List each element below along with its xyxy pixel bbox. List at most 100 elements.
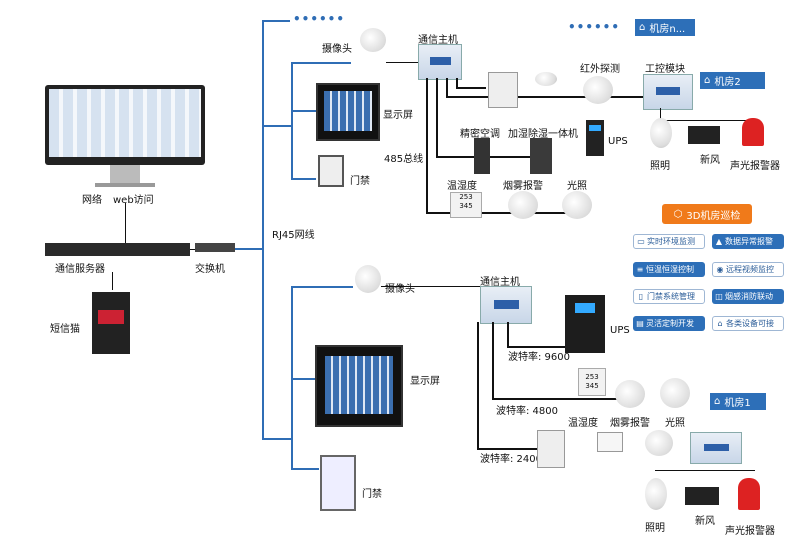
home-icon: ⌂ (639, 22, 646, 33)
label-smoke-top: 烟雾报警 (503, 181, 543, 192)
label-host-bottom: 通信主机 (480, 277, 520, 288)
feature-label: 门禁系统管理 (647, 292, 695, 301)
label-lighting-top: 照明 (650, 161, 670, 172)
meter (488, 72, 518, 108)
light-sensor-top (562, 191, 592, 219)
camera-icon: ◉ (716, 265, 724, 274)
link-icon: ◫ (715, 292, 723, 301)
3d-inspection-button[interactable]: ⬡3D机房巡检 (662, 204, 752, 224)
label-light-top: 光照 (567, 181, 587, 192)
label-server: 通信服务器 (55, 264, 105, 275)
feature-5: ◫烟感消防联动 (712, 289, 784, 304)
label-fresh-bottom: 新风 (695, 516, 715, 527)
cube-icon: ⬡ (673, 208, 683, 220)
thermo-top: 253 345 (450, 192, 482, 218)
label-fresh-top: 新风 (700, 155, 720, 166)
label-door-bottom: 门禁 (362, 489, 382, 500)
label-web: web访问 (113, 195, 154, 206)
label-alarm-bottom: 声光报警器 (725, 526, 775, 537)
label-temp-top: 温湿度 (447, 181, 477, 192)
alarm-bottom (738, 478, 760, 510)
host-bottom (480, 286, 532, 324)
label-lighting-bottom: 照明 (645, 523, 665, 534)
sensor-disc (535, 72, 557, 86)
label-camera-bottom: 摄像头 (385, 284, 415, 295)
label-baud-4800: 波特率: 4800 (496, 406, 558, 417)
router-icon: ⌂ (717, 319, 723, 328)
thermo-bottom: 253 345 (578, 368, 606, 396)
room1-label: 机房1 (724, 398, 751, 409)
roomn-badge[interactable]: ⌂机房n... (635, 19, 695, 36)
feature-label: 烟感消防联动 (725, 292, 773, 301)
label-door-top: 门禁 (350, 176, 370, 187)
room1-badge[interactable]: ⌂机房1 (710, 393, 766, 410)
door-bottom (320, 455, 356, 511)
label-baud-9600: 波特率: 9600 (508, 352, 570, 363)
label-screen-bottom: 显示屏 (410, 376, 440, 387)
label-rj45: RJ45网线 (272, 230, 315, 241)
label-light-bottom: 光照 (665, 418, 685, 429)
feature-label: 恒温恒湿控制 (646, 265, 694, 274)
switch (195, 243, 235, 252)
monitor (45, 85, 205, 165)
more-dots-right: •••••• (568, 20, 621, 34)
feature-6: ▤灵活定制开发 (633, 316, 705, 331)
feature-7: ⌂各类设备可接 (712, 316, 784, 331)
fan-bottom (685, 487, 719, 505)
label-temp-bottom: 温湿度 (568, 418, 598, 429)
label-switch: 交换机 (195, 264, 225, 275)
feature-label: 实时环境监测 (647, 237, 695, 246)
humid-unit (530, 138, 552, 174)
bulb-top (650, 118, 672, 148)
label-network: 网络 (82, 195, 102, 206)
light-sensor-bottom (660, 378, 690, 408)
host-top (418, 44, 462, 80)
label-ups-bottom: UPS (610, 325, 630, 336)
sensor-disc-bottom (645, 430, 673, 456)
label-bus: 485总线 (384, 154, 424, 165)
monitor-icon: ▭ (637, 237, 645, 246)
feature-label: 各类设备可接 (726, 319, 774, 328)
label-ups-top: UPS (608, 136, 628, 147)
label-baud-2400: 波特率: 2400 (480, 454, 542, 465)
home-icon: ⌂ (704, 75, 711, 86)
label-io-top: 工控模块 (645, 64, 685, 75)
io-module-bottom (690, 432, 742, 464)
ac-unit (474, 138, 490, 174)
camera-top (360, 28, 386, 52)
feature-3: ◉远程视频监控 (712, 262, 784, 277)
feature-1: ▲数据异常报警 (712, 234, 784, 249)
meter-bottom (537, 430, 565, 468)
relay-bottom (597, 432, 623, 452)
feature-2: ≡恒温恒湿控制 (633, 262, 705, 277)
screen-bottom (315, 345, 403, 427)
code-icon: ▤ (636, 319, 644, 328)
label-screen-top: 显示屏 (383, 110, 413, 121)
feature-4: ▯门禁系统管理 (633, 289, 705, 304)
door-top (318, 155, 344, 187)
label-alarm-top: 声光报警器 (730, 161, 780, 172)
feature-label: 数据异常报警 (725, 237, 773, 246)
sms-modem (92, 292, 130, 354)
room2-badge[interactable]: ⌂机房2 (700, 72, 765, 89)
home-icon: ⌂ (714, 396, 721, 407)
more-dots: •••••• (293, 12, 346, 26)
fan-top (688, 126, 720, 144)
screen-top (316, 83, 380, 141)
label-camera-top: 摄像头 (322, 44, 352, 55)
feature-label: 灵活定制开发 (646, 319, 694, 328)
label-smoke-bottom: 烟雾报警 (610, 418, 650, 429)
label-ac: 精密空调 (460, 129, 500, 140)
label-sms: 短信猫 (50, 324, 80, 335)
label-humid: 加湿除湿一体机 (508, 129, 578, 140)
sliders-icon: ≡ (636, 265, 644, 274)
door-icon: ▯ (638, 292, 644, 301)
feature-label: 远程视频监控 (726, 265, 774, 274)
alarm-top (742, 118, 764, 146)
feature-0: ▭实时环境监测 (633, 234, 705, 249)
label-host-top: 通信主机 (418, 35, 458, 46)
3d-title: 3D机房巡检 (686, 210, 741, 222)
roomn-label: 机房n... (649, 24, 686, 35)
smoke-top (508, 191, 538, 219)
